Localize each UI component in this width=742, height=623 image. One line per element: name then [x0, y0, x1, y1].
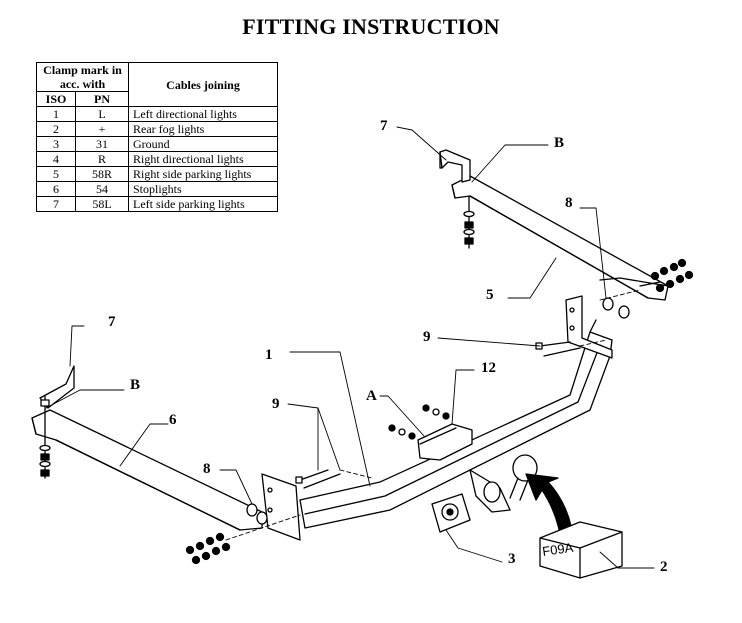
iso-cell: 7 [36, 196, 76, 212]
callout-5: 5 [486, 287, 494, 303]
callout-8-right: 8 [565, 195, 573, 211]
desc-cell: Right directional lights [128, 151, 278, 167]
right-side-bracket [451, 175, 669, 301]
left-bolt-stack [39, 395, 51, 479]
desc-cell: Stoplights [128, 181, 278, 197]
header-cables: Cables joining [128, 62, 278, 107]
callout-7-right: 7 [380, 118, 388, 134]
cable-legend-table: Clamp mark in acc. with Cables joining I… [36, 62, 278, 212]
callout-b-left: B [130, 377, 140, 393]
left-mounting-plate [261, 473, 301, 541]
callout-6: 6 [169, 412, 177, 428]
right-end-nuts [650, 258, 694, 293]
package-box [539, 521, 623, 579]
callout-12: 12 [481, 360, 496, 376]
callout-9-left: 9 [272, 396, 280, 412]
tow-ball-assembly [469, 454, 538, 513]
spacers [246, 297, 630, 525]
desc-cell: Ground [128, 136, 278, 152]
pn-cell: 54 [75, 181, 129, 197]
desc-cell: Right side parking lights [128, 166, 278, 182]
leader-lines [45, 126, 655, 569]
right-bolt-stack [463, 195, 475, 249]
box-label: F09A [541, 540, 574, 559]
callout-9-right: 9 [423, 329, 431, 345]
callout-1: 1 [265, 347, 273, 363]
callout-3: 3 [508, 551, 516, 567]
pn-cell: 58L [75, 196, 129, 212]
alignment-lines [225, 289, 641, 541]
callout-2: 2 [660, 559, 668, 575]
callout-a: A [366, 388, 377, 404]
left-side-bracket [31, 409, 263, 531]
right-clamp-plate [439, 149, 471, 183]
callout-b-right: B [554, 135, 564, 151]
header-clamp: Clamp mark in acc. with [36, 62, 129, 92]
page-title: FITTING INSTRUCTION [242, 14, 500, 39]
callout-8-left: 8 [203, 461, 211, 477]
center-washers [388, 404, 450, 440]
desc-cell: Left side parking lights [128, 196, 278, 212]
left-end-nuts [185, 532, 231, 565]
pn-cell: 31 [75, 136, 129, 152]
electrical-socket [431, 493, 471, 533]
header-pn: PN [75, 91, 129, 107]
main-crossbar [299, 319, 613, 529]
callout-7-left: 7 [108, 314, 116, 330]
